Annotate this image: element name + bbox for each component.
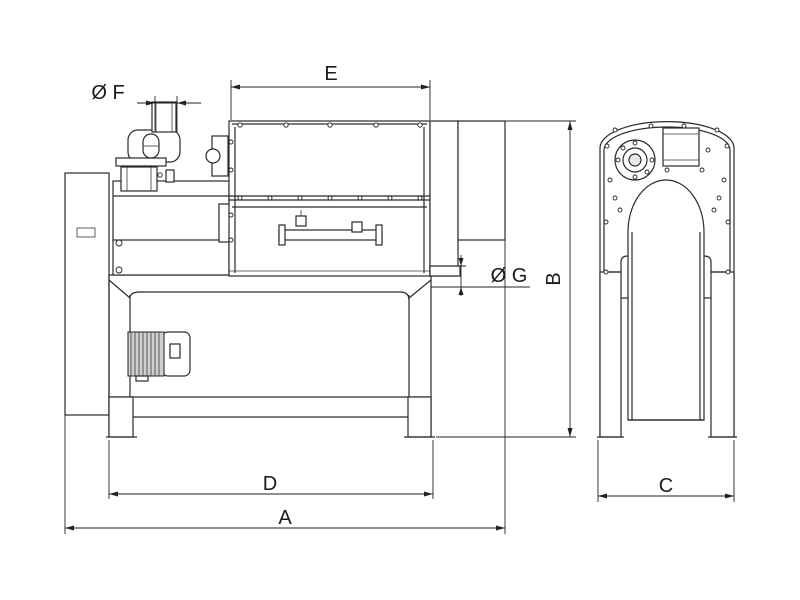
control-cabinet <box>64 172 110 416</box>
drive-housing <box>112 166 230 276</box>
dim-a-label: A <box>278 507 292 529</box>
inlet-spout <box>115 101 181 167</box>
end-housing <box>429 120 506 277</box>
dim-g-label: Ø G <box>491 265 528 287</box>
motor <box>127 331 191 382</box>
bearing-housing <box>205 135 232 243</box>
side-view <box>64 101 506 438</box>
end-view <box>597 121 737 438</box>
dim-e-label: E <box>324 63 337 85</box>
main-trough <box>228 120 431 277</box>
dim-b-label: B <box>543 272 565 285</box>
dim-f-label: Ø F <box>91 82 124 104</box>
dim-d-label: D <box>263 473 277 495</box>
dim-c-label: C <box>659 475 673 497</box>
dimension-lines <box>64 80 735 534</box>
